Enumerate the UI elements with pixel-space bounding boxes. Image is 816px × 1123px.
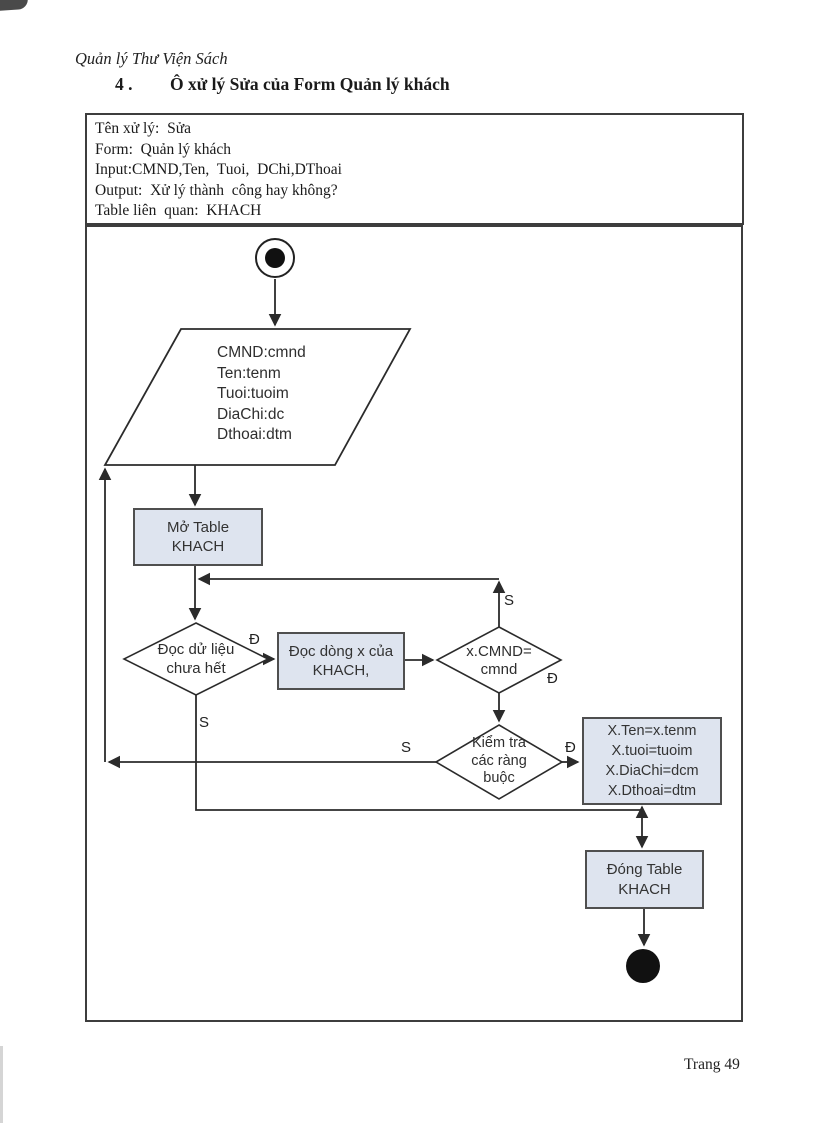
end-node — [626, 949, 660, 983]
branch-label-cmnd-no: S — [504, 592, 515, 609]
spec-line-form: Form: Quản lý khách — [95, 140, 232, 158]
section-number: 4 . — [115, 74, 133, 94]
spec-line-table: Table liên quan: KHACH — [95, 202, 262, 219]
spec-line-name: Tên xử lý: Sửa — [95, 120, 192, 137]
spec-line-output: Output: Xử lý thành công hay không? — [95, 181, 338, 199]
connector-read-no-bottom — [195, 695, 642, 811]
flowchart-frame: CMND:cmnd Ten:tenm Tuoi:tuoim DiaChi:dc … — [85, 225, 743, 1022]
branch-label-constraint-yes: Đ — [565, 739, 576, 756]
constraint-decision-text: Kiểm tra các ràng buộc — [471, 735, 527, 786]
decision-constraint-shape — [434, 724, 564, 800]
process-spec-box: Tên xử lý: Sửa Form: Quản lý khách Input… — [85, 113, 744, 225]
flowchart-canvas — [98, 238, 660, 983]
close-table-node: Đóng Table KHACH — [585, 850, 704, 909]
section-heading: 4 . Ô xử lý Sửa của Form Quản lý khách — [115, 74, 450, 95]
decision-cmnd-shape — [435, 626, 563, 694]
section-title: Ô xử lý Sửa của Form Quản lý khách — [170, 74, 450, 94]
input-parallelogram-shape — [103, 328, 412, 466]
branch-label-read-yes: Đ — [249, 631, 260, 648]
cmnd-decision-text: x.CMND= cmnd — [466, 643, 532, 678]
read-row-node: Đọc dòng x của KHACH, — [277, 632, 405, 690]
branch-label-constraint-no: S — [401, 739, 412, 756]
page-number: Trang 49 — [684, 1056, 740, 1073]
start-node-dot — [265, 248, 285, 268]
scan-artifact — [0, 1046, 3, 1123]
running-header: Quản lý Thư Viện Sách — [75, 49, 228, 68]
decision-read-shape — [122, 622, 270, 696]
spec-line-input: Input:CMND,Ten, Tuoi, DChi,DThoai — [95, 161, 342, 178]
read-decision-text: Đọc dử liệu chưa hết — [157, 641, 235, 677]
input-node-text: CMND:cmnd Ten:tenm Tuoi:tuoim DiaChi:dc … — [217, 344, 306, 443]
open-table-node: Mở Table KHACH — [133, 508, 263, 566]
assign-node: X.Ten=x.tenm X.tuoi=tuoim X.DiaChi=dcm X… — [582, 717, 722, 805]
scan-artifact — [0, 0, 29, 12]
branch-label-read-no: S — [199, 714, 210, 731]
branch-label-cmnd-yes: Đ — [547, 670, 558, 687]
connectors — [98, 279, 651, 947]
